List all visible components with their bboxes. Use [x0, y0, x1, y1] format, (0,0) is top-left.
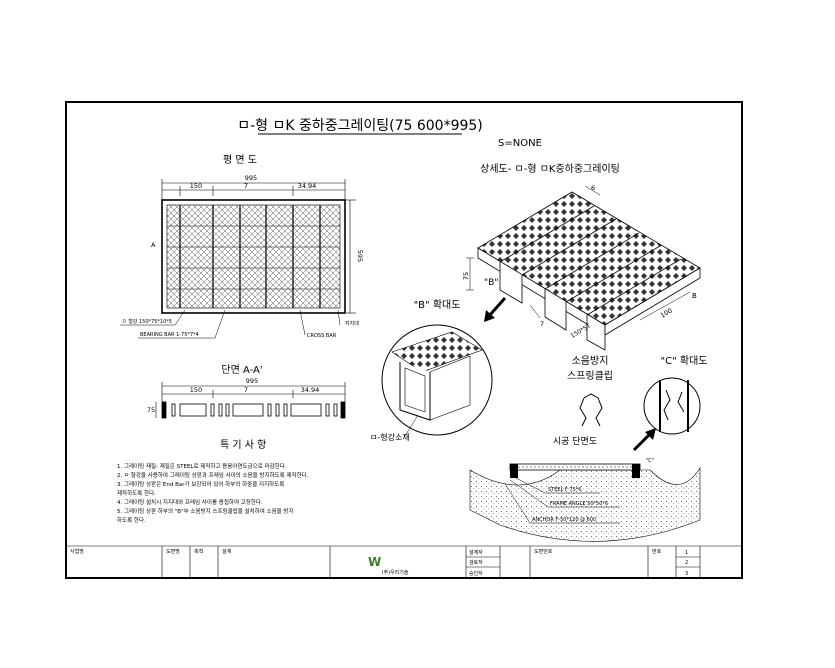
detail-b-circle: [381, 324, 493, 436]
spring-title-2: 스프링클립: [567, 369, 613, 382]
iso-mark-b: "B": [484, 278, 498, 288]
note-line: 5. 그레이팅 상판 하부의 "B"부 소음방지 스프링클립을 설치하여 소음을…: [117, 509, 294, 515]
detail-b-leader: [404, 414, 419, 437]
tb-sheet-a: 1: [685, 550, 688, 556]
plan-dim-right: 34.94: [298, 182, 317, 190]
install-section: [469, 463, 701, 542]
tb-col4: 설계: [222, 548, 232, 555]
section-heading: 단면 A-A': [221, 364, 262, 376]
section-dimensions: [155, 382, 346, 418]
plan-label-bearing: BEARING BAR 1-75*7*4: [140, 332, 199, 338]
tb-sheet-b: 2: [685, 560, 688, 566]
tb-logo: W: [368, 555, 381, 569]
detail-c-heading: "C" 확대도: [661, 355, 708, 367]
note-line: 2. ㅁ 형강을 사용하여 그레이팅 상판과 프레임 사이의 소음을 방지하도록…: [117, 473, 309, 479]
tb-row2: 검토자: [469, 559, 483, 566]
tb-sheet-c: 3: [685, 571, 688, 577]
spring-title-1: 소음방지: [572, 355, 609, 367]
iso-dim-7: 7: [540, 320, 544, 328]
plan-dim-total: 995: [245, 174, 257, 182]
section-dim-mid: 7: [244, 386, 248, 394]
iso-dim-6: 6: [591, 184, 595, 192]
note-line: 1. 그레이팅 재질: 재질은 STEEL로 제작하고 용융아연도금으로 마감한…: [117, 464, 287, 470]
tb-project: 사업명: [70, 548, 84, 555]
arrow-icon-b: [484, 297, 507, 322]
plan-dim-left: 150: [190, 182, 202, 190]
plan-dimensions: [161, 179, 356, 314]
note-line: 하도록 한다.: [117, 518, 146, 524]
plan-dim-side: 595: [356, 250, 364, 262]
note-line: 4. 그레이팅 설치시 지지대와 프레임 사이를 용접하여 고정한다.: [117, 500, 263, 506]
plan-section-mark-left: A: [151, 241, 156, 249]
section-dim-height: 75: [147, 406, 155, 414]
sheet-border: [65, 101, 743, 579]
spring-clip-icon: [579, 393, 603, 427]
title-block-grid: [66, 545, 742, 578]
section-profile: [161, 401, 346, 419]
iso-heading: 상세도- ㅁ-형 ㅁK중하중그레이팅: [480, 162, 620, 175]
detail-b-label: ㅁ-형강소재: [370, 432, 410, 442]
install-mark-c: "C": [646, 458, 654, 464]
detail-c-circle: [643, 377, 701, 435]
note-line: 제작하도록 한다.: [117, 491, 156, 497]
arrow-icon-c: [632, 428, 656, 452]
iso-dim-75: 75: [462, 272, 470, 280]
iso-dim-100: 100: [659, 307, 674, 320]
plan-dim-mid: 7: [244, 182, 248, 190]
tb-dwg-label: 도면번호: [534, 548, 553, 555]
section-dim-right: 34.94: [301, 386, 320, 394]
plan-label-cross: CROSS BAR: [307, 333, 337, 339]
detail-b-heading: "B" 확대도: [414, 299, 461, 311]
iso-dimensions: [466, 185, 691, 321]
tb-col2: 도면명: [166, 548, 180, 555]
tb-col3: 축척: [194, 548, 203, 555]
spring-caption: 시공 단면도: [553, 436, 597, 447]
install-label-anchor: ANCHOR F-50*120 @ 600: [532, 517, 596, 523]
iso-mark-b2: B: [692, 292, 697, 300]
section-dim-total: 995: [246, 377, 258, 385]
install-label-steel: STEEL F 75*6: [548, 487, 581, 493]
tb-row3: 승인자: [469, 570, 483, 577]
tb-sheet-label: 번호: [652, 548, 662, 555]
plan-label-right: 지지대: [345, 320, 359, 327]
iso-grating: [477, 191, 701, 351]
note-line: 3. 그레이팅 상판은 End Bar가 보강되어 있어 하부의 하중을 지지하…: [117, 482, 285, 488]
tb-row1: 설계자: [469, 549, 483, 556]
notes-heading: 특 기 사 항: [220, 440, 267, 451]
drawing-title: ㅁ-형 ㅁK 중하중그레이팅(75 600*995): [237, 118, 483, 134]
install-leaders: [504, 477, 620, 524]
plan-heading: 평 면 도: [223, 154, 257, 166]
plan-label-frame: ㅁ 형강 150*75*10*5: [122, 318, 172, 325]
plan-grating: [161, 199, 346, 314]
scale-label: S=NONE: [498, 138, 542, 149]
install-label-frame: FRAME ANGLE 50*50*6: [550, 501, 608, 507]
plan-leaders: [120, 309, 341, 339]
section-dim-left: 150: [190, 386, 202, 394]
tb-company: (주)우리기술: [382, 569, 409, 576]
